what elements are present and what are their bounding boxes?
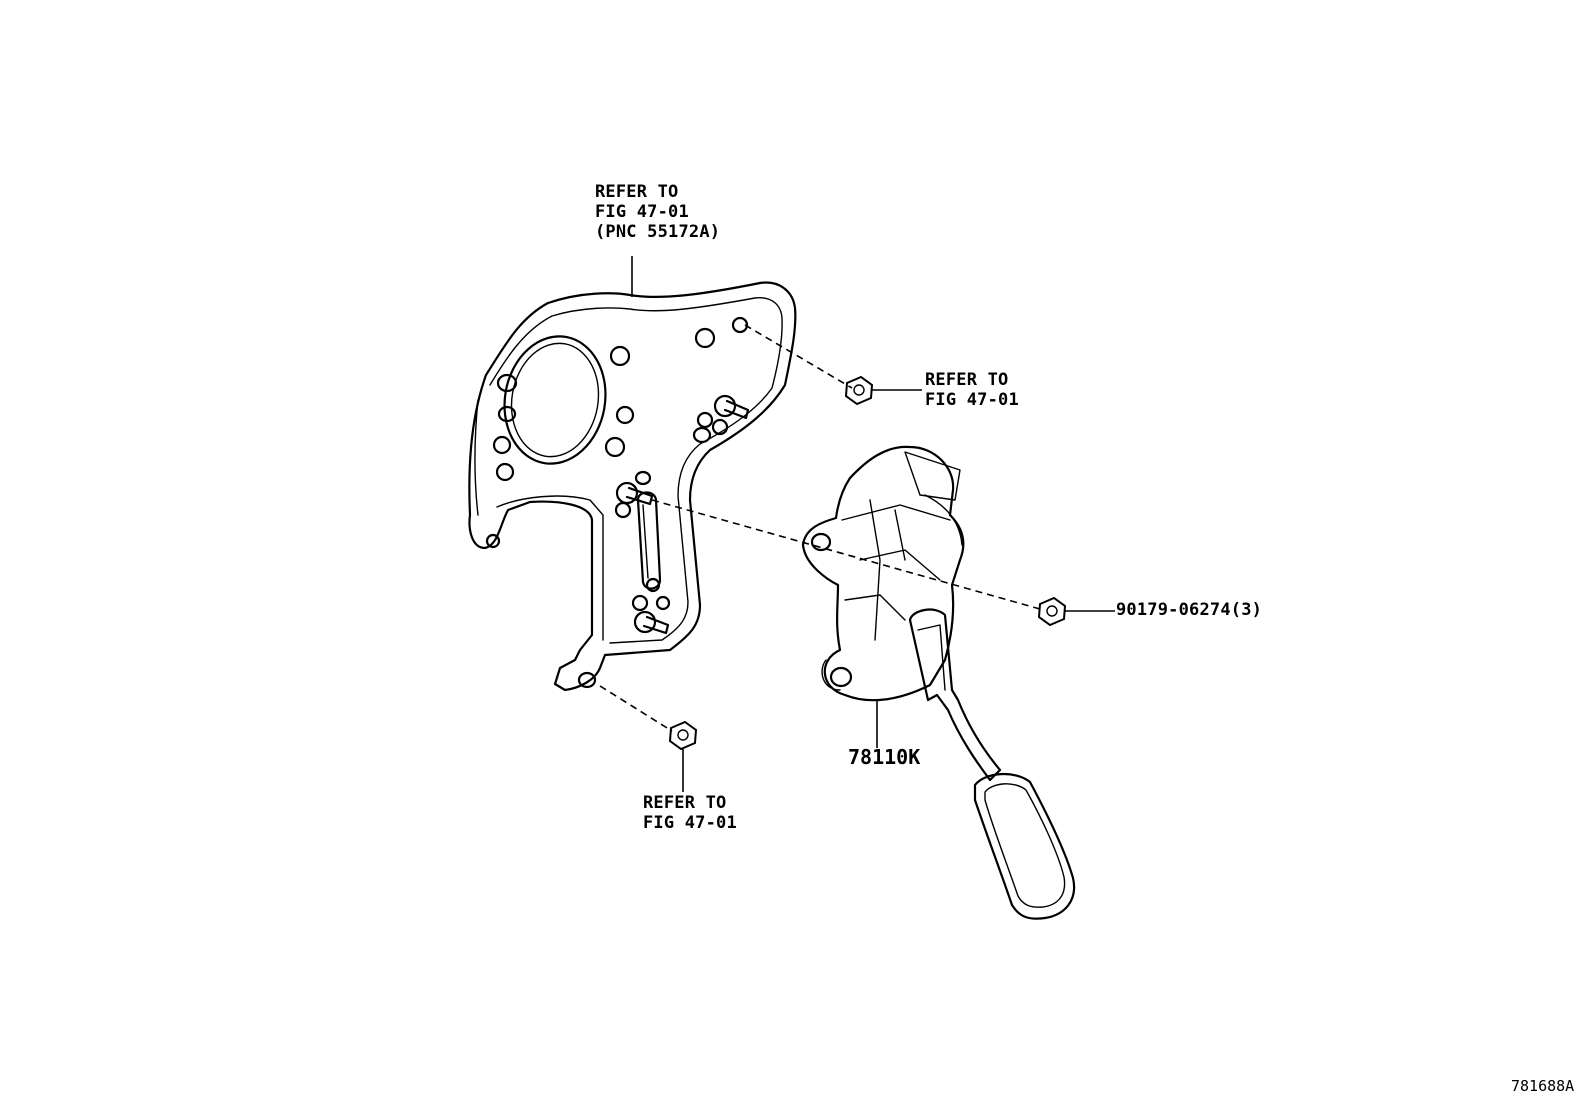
callout-nut-right-part: 90179-06274(3) — [1116, 600, 1263, 620]
callout-bracket-line-3: (PNC 55172A) — [595, 222, 721, 242]
callout-bracket-line-1: REFER TO — [595, 182, 679, 202]
callout-nut-upper-line-1: REFER TO — [925, 370, 1009, 390]
callout-nut-upper-line-2: FIG 47-01 — [925, 390, 1019, 410]
callout-nut-lower-line-2: FIG 47-01 — [643, 813, 737, 833]
flange-nut-lower — [668, 720, 698, 792]
accelerator-pedal-assembly — [801, 445, 1076, 920]
flange-nut-right — [1037, 596, 1115, 627]
flange-nut-upper — [844, 375, 922, 406]
callout-bracket-refer: REFER TO FIG 47-01 (PNC 55172A) — [595, 182, 720, 242]
callout-nut-lower-refer: REFER TO FIG 47-01 — [643, 793, 737, 833]
assembly-lines — [599, 324, 1041, 732]
callout-nut-upper-refer: REFER TO FIG 47-01 — [925, 370, 1019, 410]
callout-nut-lower-line-1: REFER TO — [643, 793, 727, 813]
pedal-support-bracket — [468, 256, 797, 692]
callout-bracket-line-2: FIG 47-01 — [595, 202, 689, 222]
figure-id: 781688A — [1511, 1077, 1575, 1095]
callout-pedal-pnc: 78110K — [848, 745, 921, 769]
